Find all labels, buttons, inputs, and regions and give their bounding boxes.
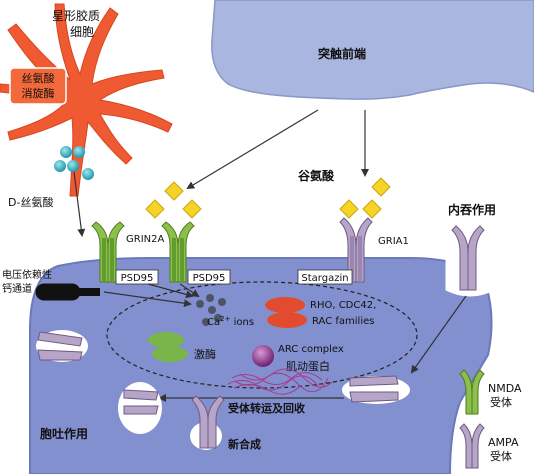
kinase-oval-2: [152, 346, 188, 362]
grin2a-label: GRIN2A: [126, 234, 164, 245]
psd95-label-2: PSD95: [193, 273, 226, 284]
nmda-receptor-1: [91, 221, 125, 283]
vdcc-label: VDCC: [44, 288, 75, 299]
arc-complex-sphere: [252, 345, 274, 367]
gria1-label: GRIA1: [378, 236, 409, 247]
actin-label: 肌动蛋白: [286, 359, 330, 373]
endocytosis-label: 内吞作用: [448, 202, 496, 217]
psd95-box-2: [187, 269, 231, 285]
arc-complex-label: ARC complex: [278, 344, 344, 355]
stargazin-label: Stargazin: [301, 273, 348, 284]
astrocyte-label-2: 细胞: [70, 25, 94, 39]
astrocyte: [0, 3, 173, 197]
lateral-receptor-left: [36, 330, 88, 362]
vdcc-channel-tail: [78, 288, 100, 296]
ampa-receptor-gria1: [339, 217, 373, 283]
d-serine-label: D-丝氨酸: [8, 195, 53, 209]
psd95-box-1: [115, 269, 159, 285]
presynaptic-label: 突触前端: [318, 46, 366, 61]
ca-influx-arrow-3: [179, 283, 200, 298]
nmda-receptor-2: [161, 221, 195, 283]
kinase-label: 激酶: [194, 347, 216, 361]
astrocyte-label-1: 星形胶质: [52, 8, 100, 23]
glutamate-label: 谷氨酸: [298, 168, 335, 183]
legend-ampa-label-1: AMPA: [488, 436, 519, 449]
ca-ions: [196, 294, 226, 326]
serine-racemase-label-2: 消旋酶: [22, 86, 55, 100]
kinase-oval-1: [148, 332, 184, 348]
vdcc-desc-2: 钙通道: [2, 282, 32, 295]
signaling-region: [106, 281, 418, 389]
legend-nmda-label-2: 受体: [490, 395, 512, 409]
exocytosis-receptor: [118, 382, 162, 434]
glutamate-release-arrow-1: [186, 109, 319, 190]
d-serine-molecules: [54, 146, 94, 180]
serine-racemase-label-1: 丝氨酸: [22, 71, 55, 85]
glutamate-molecules: [145, 177, 391, 219]
receptor-trafficking-label: 受体转运及回收: [228, 401, 305, 415]
endocytosis-receptor: [445, 225, 495, 297]
vdcc-desc-1: 电压依赖性: [2, 268, 52, 281]
legend-ampa-label-2: 受体: [490, 449, 512, 463]
internalized-receptor: [342, 375, 410, 404]
psd95-label-1: PSD95: [121, 273, 154, 284]
new-synthesis-receptor: [190, 395, 225, 450]
legend-nmda-label-1: NMDA: [488, 382, 522, 395]
endocytosis-arrow: [410, 295, 467, 374]
actin-filaments: [227, 368, 333, 395]
rho-oval-1: [265, 297, 305, 313]
rac-label: RAC families: [312, 316, 374, 327]
rho-label: RHO, CDC42,: [310, 300, 376, 311]
legend-ampa-icon: [459, 423, 485, 469]
exocytosis-label: 胞吐作用: [40, 426, 88, 441]
ca-influx-arrow-2: [147, 283, 194, 299]
synthesis-label: 新合成: [228, 437, 261, 451]
legend-nmda-icon: [459, 369, 485, 415]
d-serine-arrow: [73, 171, 86, 237]
rho-oval-2: [267, 312, 307, 328]
stargazin-box: [297, 269, 353, 285]
ca-influx-arrow-1: [103, 291, 192, 308]
presynaptic-terminal: [211, 0, 534, 100]
ca-ions-label: Ca2+ ions: [207, 315, 254, 328]
serine-racemase-box: [9, 67, 67, 105]
